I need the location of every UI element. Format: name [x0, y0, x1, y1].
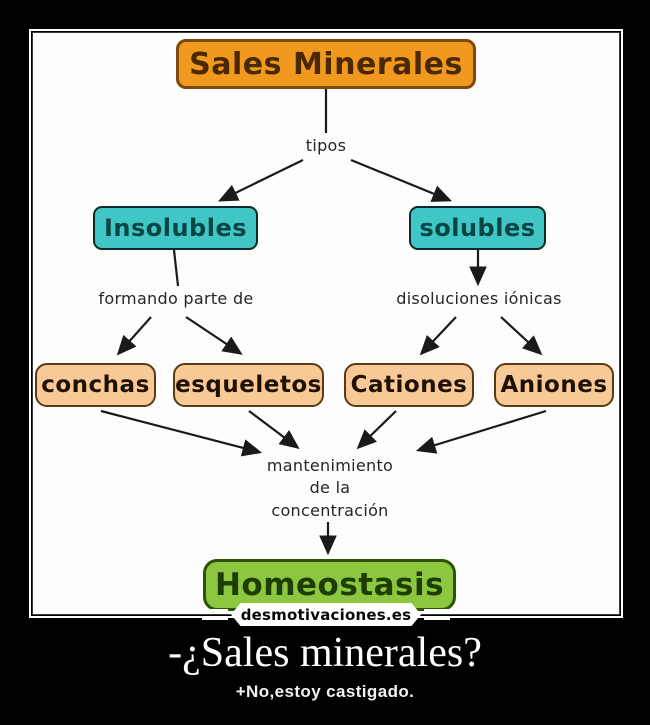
- edge-label-formando-parte-de: formando parte de: [98, 289, 254, 308]
- node-aniones: Aniones: [494, 363, 614, 407]
- watermark-ribbon: desmotivaciones.es: [202, 602, 450, 627]
- watermark-right-lines-icon: [424, 609, 450, 620]
- edge-label-disoluciones-ionicas: disoluciones iónicas: [396, 289, 562, 308]
- watermark-site-label: desmotivaciones.es: [231, 603, 421, 626]
- meme-caption-title: -¿Sales minerales?: [168, 630, 482, 676]
- node-conchas: conchas: [35, 363, 156, 407]
- watermark-left-lines-icon: [202, 609, 228, 620]
- edge-label-mantenimiento-concentracion: mantenimiento de la concentración: [266, 456, 394, 520]
- node-esqueletos: esqueletos: [173, 363, 324, 407]
- concept-map-image: Sales Minerales tipos Insolubles soluble…: [29, 29, 623, 618]
- node-cationes: Cationes: [344, 363, 474, 407]
- node-homeostasis: Homeostasis: [203, 559, 456, 611]
- edge-label-tipos: tipos: [305, 136, 347, 155]
- node-insolubles: Insolubles: [93, 206, 258, 250]
- node-sales-minerales: Sales Minerales: [176, 39, 476, 89]
- connector-arrows: [100, 89, 547, 556]
- meme-caption-subtitle: +No,estoy castigado.: [235, 682, 415, 701]
- node-solubles: solubles: [409, 206, 546, 250]
